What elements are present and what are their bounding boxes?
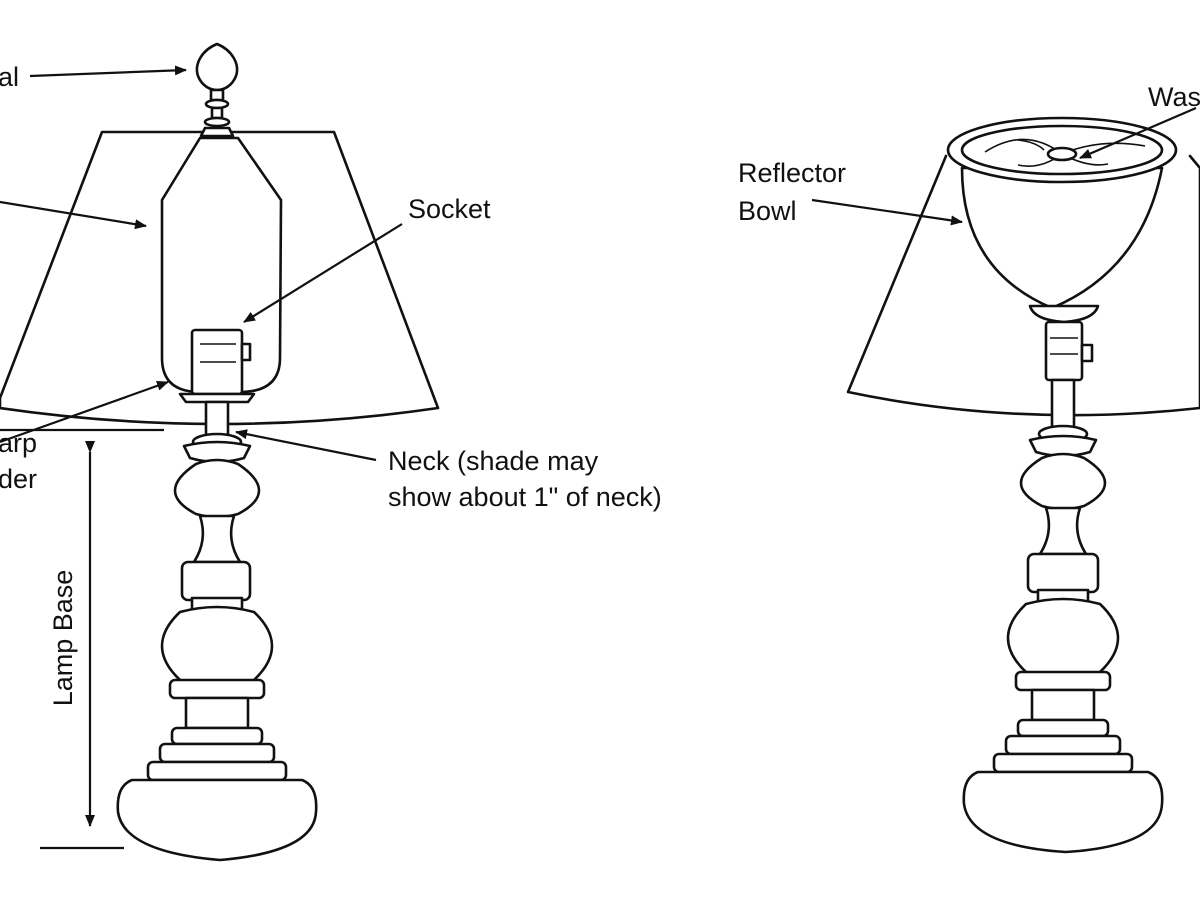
finial [195, 42, 239, 138]
right-lamp [846, 116, 1200, 854]
left-lamp [0, 42, 440, 862]
label-lamp-base: Lamp Base [48, 570, 78, 707]
right-socket [1044, 320, 1094, 382]
label-harp-holder-line2: der [0, 464, 37, 494]
reflector-bowl [946, 116, 1178, 324]
harp-arrow [0, 200, 147, 230]
label-finial: al [0, 62, 19, 92]
label-reflector-line1: Reflector [738, 158, 846, 188]
label-reflector-line2: Bowl [738, 196, 797, 226]
socket-arrow [243, 223, 403, 323]
neck-arrow [235, 429, 377, 462]
right-lamp-base [962, 378, 1164, 854]
finial-arrow [29, 65, 187, 78]
label-neck-line2: show about 1" of neck) [388, 482, 662, 512]
label-harp-holder-line1: arp [0, 428, 37, 458]
label-socket: Socket [408, 194, 491, 224]
washer-arrow [1079, 106, 1197, 160]
label-washer: Was [1148, 82, 1200, 112]
left-socket [178, 328, 256, 404]
harp-holder-arrow [0, 380, 169, 444]
label-neck-line1: Neck (shade may [388, 446, 599, 476]
reflector-arrow [811, 198, 963, 226]
left-lamp-base [116, 400, 318, 862]
right-lampshade [846, 154, 1200, 417]
